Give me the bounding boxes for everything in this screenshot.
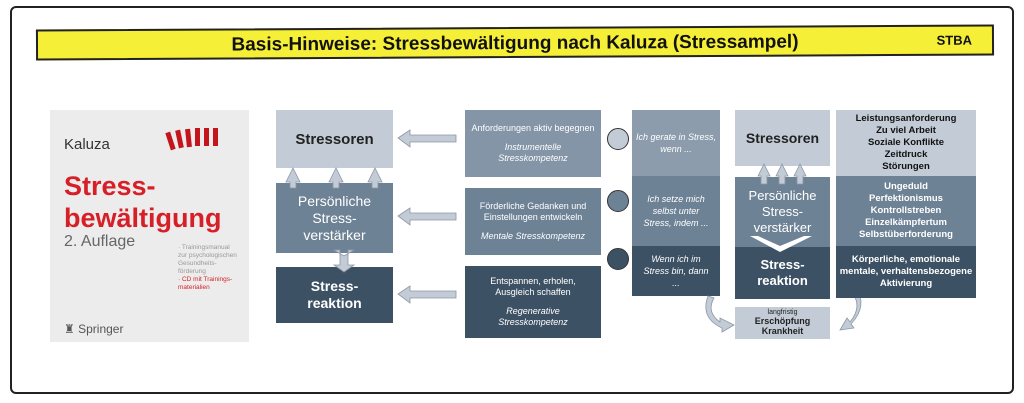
strategy-instrumental: Anforderungen aktiv begegnen Instrumente… [465,110,601,177]
title-banner: Basis-Hinweise: Stressbewältigung nach K… [35,24,995,61]
traffic-light-circle-icon [607,190,629,212]
up-arrow-icon [285,167,301,189]
list-item: Kontrollstreben [870,205,942,216]
strategy-text: Entspannen, erholen, Ausgleich schaffen [490,276,576,297]
book-author: Kaluza [64,136,110,153]
middle-col-3: Wenn ich im Stress bin, dann ... [632,246,720,296]
list-item: Aktivierung [879,278,933,289]
domino-icon [195,128,200,146]
list-item: Zu viel Arbeit [876,125,936,136]
domino-icon [165,131,176,151]
book-note: materialien [178,284,210,291]
curved-arrow-icon [705,295,735,333]
up-arrow-icon [775,163,789,185]
list-stressoren: Leistungsanforderung Zu viel Arbeit Sozi… [836,110,976,176]
right-stressoren-box: Stressoren [735,110,830,166]
up-arrow-icon [328,167,344,189]
book-title-line: Stress- [64,171,156,201]
longterm-value: Erschöpfung Krankheit [754,316,811,336]
middle-col-2: Ich setze mich selbst unter Stress, inde… [632,176,720,246]
down-chevron-icon [750,236,812,252]
right-reaktion-box: Stress-reaktion [735,247,830,299]
strategy-competence: Mentale Stresskompetenz [480,231,586,241]
strategy-regenerative: Entspannen, erholen, Ausgleich schaffen … [465,266,601,338]
list-item: mentale, verhaltensbezogene [839,266,973,277]
book-publisher: ♜ Springer [64,322,123,336]
up-arrow-icon [367,167,383,189]
book-notes: · Trainingsmanual zur psychologischen Ge… [178,244,248,292]
strategy-mental: Förderliche Gedanken und Einstellungen e… [465,188,601,255]
left-arrows [285,129,457,304]
middle-col-1: Ich gerate in Stress, wenn ... [632,110,720,176]
book-note: · CD mit Trainings- [178,276,233,283]
book-edition: 2. Auflage [64,233,136,250]
left-verstaerker-box: Persönliche Stress-verstärker [276,183,393,253]
list-item: Störungen [882,161,930,172]
book-cover: Kaluza Stress- bewältigung 2. Auflage · … [50,110,249,342]
longterm-label: langfristig [767,309,798,316]
list-item: Körperliche, emotionale [851,254,961,265]
springer-logo-icon: ♜ [64,322,75,336]
list-item: Ungeduld [884,181,928,192]
up-arrow-icon [793,163,807,185]
right-arrows [705,163,862,333]
left-arrow-icon [397,285,457,304]
page-frame [10,6,1014,394]
domino-icon [213,128,218,146]
book-note: · Trainingsmanual [178,244,230,251]
right-verstaerker-box: Persönliche Stress-verstärker [735,177,830,247]
book-note: zur psychologischen [178,252,237,259]
book-title-line: bewältigung [64,203,222,233]
strategy-competence: Regenerative Stresskompetenz [498,306,568,327]
strategy-text: Förderliche Gedanken und Einstellungen e… [479,201,587,222]
banner-tag: STBA [936,32,973,48]
book-note: förderung [178,268,206,275]
book-title: Stress- bewältigung [64,170,222,234]
banner-title: Basis-Hinweise: Stressbewältigung nach K… [231,31,799,56]
domino-icon [204,128,209,146]
list-item: Leistungsanforderung [855,113,957,124]
list-verstaerker: Ungeduld Perfektionismus Kontrollstreben… [836,176,976,246]
up-arrow-icon [757,163,771,185]
left-reaktion-box: Stress-reaktion [276,267,393,323]
domino-icon [175,129,184,149]
left-stressoren-box: Stressoren [276,110,393,168]
traffic-light-circle-icon [607,128,629,150]
list-item: Soziale Konflikte [867,137,944,148]
book-note: Gesundheits- [178,260,217,267]
publisher-label: Springer [78,322,124,336]
list-item: Perfektionismus [869,193,943,204]
domino-icon [185,128,192,148]
updown-arrow-icon [332,249,356,273]
list-item: Selbstüberforderung [859,229,953,240]
left-arrow-icon [397,129,457,148]
strategy-competence: Instrumentelle Stresskompetenz [498,142,568,163]
list-item: Zeitdruck [884,149,928,160]
list-item: Einzelkämpfertum [865,217,947,228]
left-arrow-icon [397,207,457,226]
strategy-text: Anforderungen aktiv begegnen [471,123,595,133]
traffic-light-circle-icon [607,248,629,270]
list-reaktion: Körperliche, emotionale mentale, verhalt… [836,246,976,298]
longterm-box: langfristig Erschöpfung Krankheit [735,307,830,339]
